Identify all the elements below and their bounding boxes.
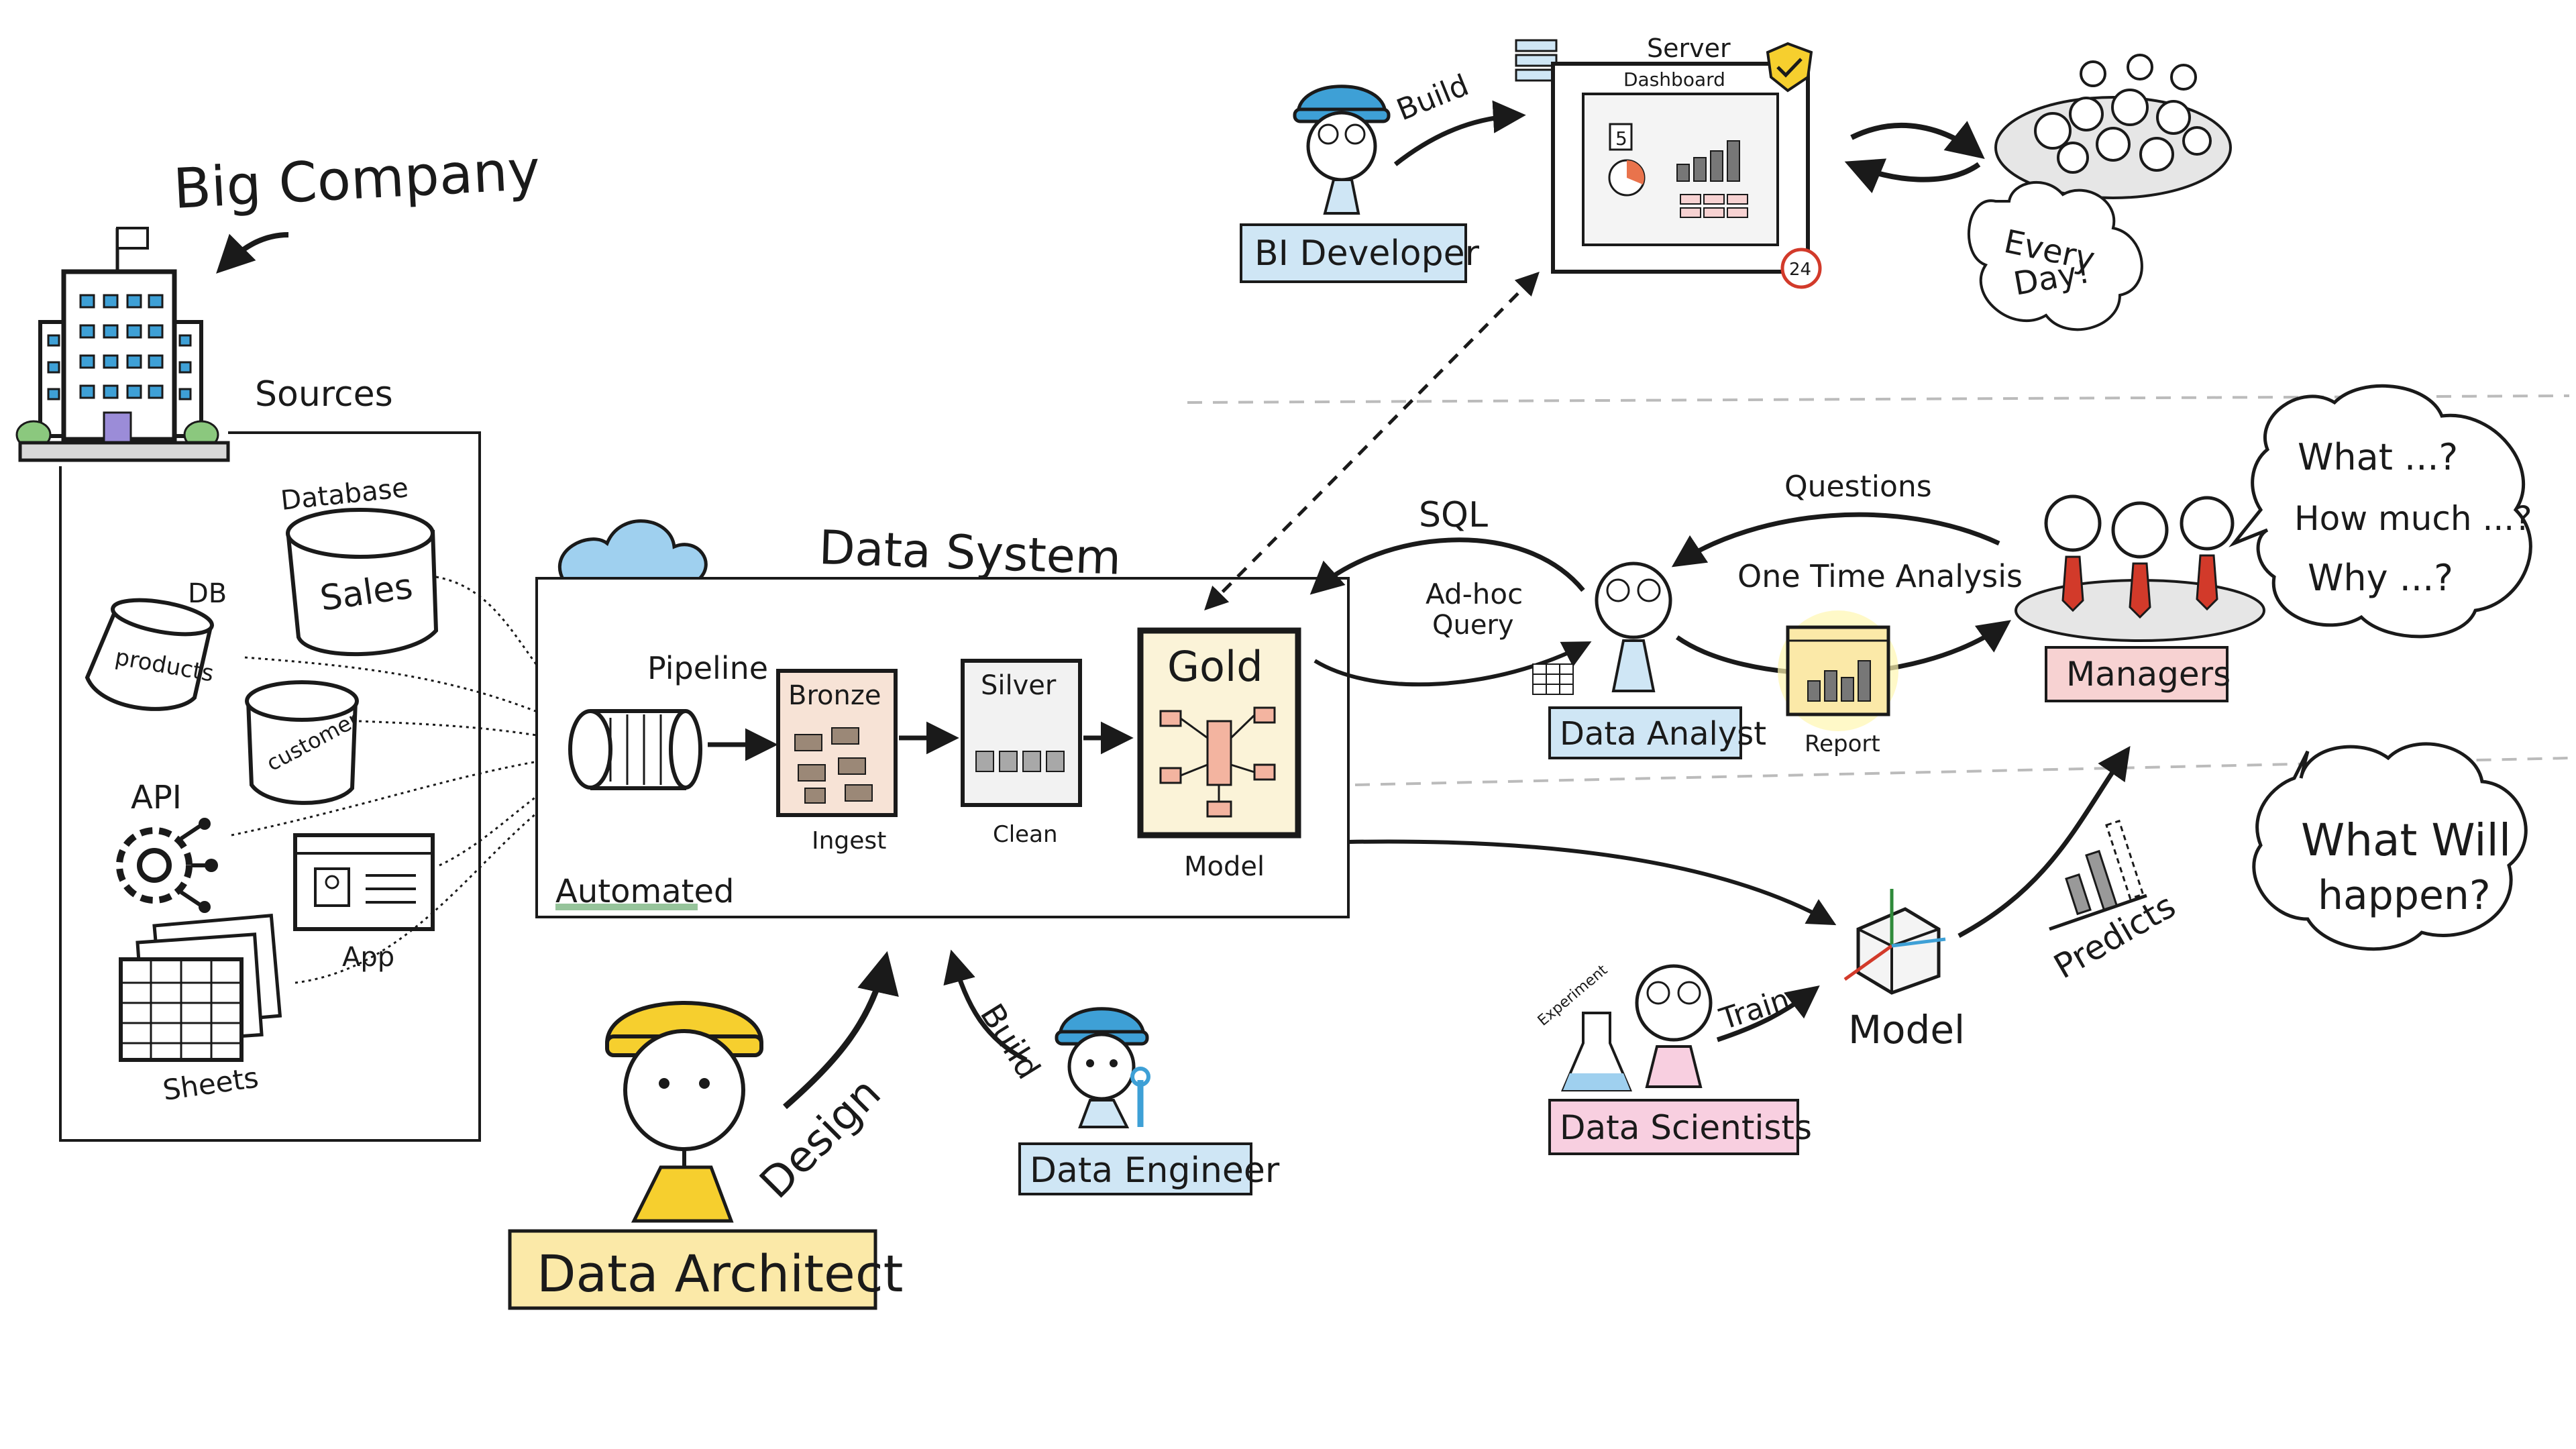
data-science-group: Experiment Data Scientists Train Model P…	[1348, 742, 2528, 1155]
questions-label: Questions	[1784, 470, 1932, 504]
managers-label: Managers	[2066, 655, 2231, 694]
svg-text:API: API	[131, 779, 182, 816]
questions-bubble: What ...? How much ...? Why ...?	[2229, 384, 2532, 639]
architect-figure	[604, 1001, 764, 1223]
train-label: Train	[1715, 982, 1794, 1036]
build-bi-arrow	[1393, 100, 1526, 166]
company-arrow	[216, 232, 289, 274]
svg-text:24: 24	[1789, 260, 1811, 280]
every-day-bubble: Every Day!	[1967, 181, 2143, 331]
one-time-label: One Time Analysis	[1737, 558, 2023, 594]
sources-label: Sources	[255, 374, 393, 415]
data-scientists-badge	[1548, 1099, 1799, 1155]
svg-text:Ad-hoc: Ad-hoc	[1426, 578, 1523, 610]
shield-icon	[1766, 42, 1813, 93]
design-arrow	[783, 951, 899, 1110]
predicts-arrow	[1957, 745, 2131, 938]
engineer-figure	[1055, 1007, 1150, 1128]
svg-text:How much ...?: How much ...?	[2294, 499, 2532, 538]
users-crowd	[1994, 54, 2232, 199]
build-engineer-label: Build	[973, 998, 1047, 1086]
future-bubble: What Will happen?	[2252, 742, 2528, 951]
svg-text:Clean: Clean	[993, 821, 1058, 848]
data-architect-badge	[508, 1229, 877, 1310]
build-engineer-arrow	[943, 949, 1028, 1063]
report-icon: Report	[1778, 610, 1898, 757]
prediction-chart-icon	[2049, 819, 2147, 931]
svg-text:Bronze: Bronze	[788, 680, 881, 711]
data-system-label: Data System	[818, 520, 1122, 586]
svg-text:Sheets: Sheets	[161, 1061, 261, 1106]
pipeline-label: Pipeline	[647, 650, 768, 686]
scientist-figure	[1635, 964, 1713, 1088]
building-icon	[15, 227, 230, 462]
server-users-arrow-top	[1850, 121, 1985, 159]
managers-badge	[2045, 646, 2229, 702]
managers-group: Managers What ...? How much ...? Why ...…	[2015, 384, 2532, 702]
questions-arrow	[1671, 512, 2000, 568]
data-system-group: Data System Pipeline Automated Bronze In	[535, 519, 1350, 918]
svg-text:Model: Model	[1184, 851, 1265, 882]
svg-text:5: 5	[1615, 127, 1627, 150]
gold-to-analyst-arrow	[1313, 641, 1592, 687]
design-label: Design	[751, 1069, 891, 1209]
svg-text:Dashboard: Dashboard	[1623, 68, 1725, 91]
svg-text:Silver: Silver	[981, 670, 1057, 701]
bronze-layer: Bronze Ingest	[776, 669, 898, 855]
svg-text:Server: Server	[1647, 34, 1731, 63]
gold-layer: Gold Model	[1137, 627, 1301, 882]
bi-developer-figure	[1293, 85, 1391, 215]
svg-text:What Will: What Will	[2301, 814, 2511, 866]
api-gear-icon: API	[116, 779, 218, 913]
svg-text:What ...?: What ...?	[2298, 436, 2458, 478]
server-dashboard: Server Dashboard 5 24	[1515, 34, 1822, 289]
big-company-group: Big Company	[15, 138, 542, 462]
sales-database-icon: Database Sales	[279, 472, 439, 657]
svg-text:Ingest: Ingest	[812, 827, 886, 855]
svg-text:Report: Report	[1805, 731, 1880, 757]
sql-arrow	[1309, 537, 1585, 595]
analyst-figure	[1532, 561, 1672, 695]
svg-text:App: App	[342, 942, 394, 973]
app-window-icon: App	[293, 833, 435, 973]
svg-text:Query: Query	[1432, 610, 1514, 641]
products-database-icon: DB products	[85, 578, 227, 711]
build-bi-label: Build	[1392, 68, 1474, 128]
data-engineer-badge	[1018, 1142, 1252, 1195]
train-arrow	[1716, 985, 1820, 1042]
sources-frame	[59, 431, 481, 1142]
ml-model-label: Model	[1848, 1007, 1965, 1053]
bi-developer-label: BI Developer	[1254, 233, 1480, 274]
clock-24-icon	[1780, 248, 1822, 289]
bi-group: BI Developer Build Server Dashboard 5	[1240, 34, 2232, 331]
svg-text:Why ...?: Why ...?	[2308, 557, 2453, 599]
model-cube-icon	[1843, 889, 1946, 995]
data-architect-group: Data Architect Design	[508, 951, 903, 1310]
data-engineer-group: Build Data Engineer	[943, 949, 1280, 1195]
silver-layer: Silver Clean	[961, 659, 1082, 848]
cloud-icon	[557, 519, 708, 582]
data-architect-label: Data Architect	[537, 1244, 903, 1303]
pipeline-icon	[568, 709, 702, 790]
big-company-title: Big Company	[172, 138, 541, 221]
svg-text:Gold: Gold	[1167, 642, 1263, 691]
sheets-icon: Sheets	[119, 914, 282, 1107]
gold-to-model-arrow	[1348, 839, 1837, 926]
data-engineer-label: Data Engineer	[1030, 1150, 1280, 1191]
data-analyst-badge	[1548, 706, 1742, 759]
customer-database-icon: customer	[245, 680, 364, 805]
managers-figures	[2044, 494, 2235, 619]
svg-text:happen?: happen?	[2318, 872, 2491, 919]
gold-server-dashed-arrow	[1204, 272, 1540, 610]
data-scientists-label: Data Scientists	[1560, 1108, 1812, 1147]
data-analyst-label: Data Analyst	[1560, 715, 1766, 753]
svg-text:DB: DB	[188, 578, 227, 609]
server-users-arrow-bottom	[1844, 158, 1981, 194]
sql-label: SQL	[1419, 495, 1488, 535]
sources-group: Sources Database Sales DB products custo…	[59, 374, 591, 1142]
flask-icon: Experiment	[1535, 961, 1633, 1091]
data-analyst-group: SQL Ad-hoc Query Data Analyst Questions …	[1309, 470, 2023, 759]
